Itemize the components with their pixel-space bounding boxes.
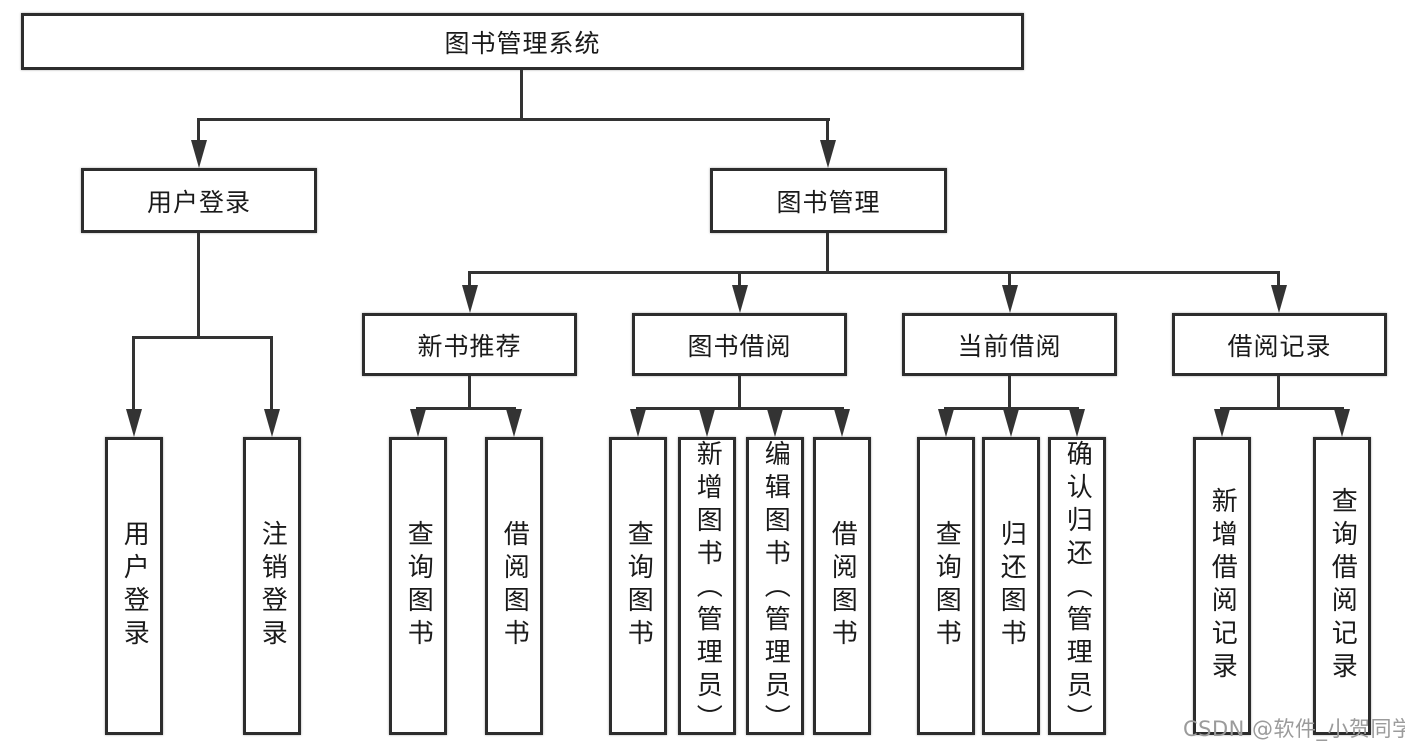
- connector-line: [520, 70, 523, 120]
- connector-line: [1277, 271, 1280, 291]
- leaf-query-books-recommend: 查询图书: [389, 437, 447, 735]
- node-root-label: 图书管理系统: [444, 28, 601, 58]
- node-book-management: 图书管理: [710, 168, 947, 233]
- connector-line: [416, 407, 516, 410]
- connector-line: [132, 336, 135, 414]
- connector-line: [738, 376, 741, 409]
- node-user-login: 用户登录: [81, 168, 317, 233]
- arrow-down-icon: [699, 409, 715, 437]
- arrow-down-icon: [1334, 409, 1350, 437]
- connector-line: [1008, 271, 1011, 291]
- node-current-borrowing-label: 当前借阅: [957, 331, 1062, 361]
- connector-line: [197, 233, 200, 339]
- leaf-query-books-borrowing: 查询图书: [609, 437, 667, 735]
- leaf-borrow-books-label: 借阅图书: [827, 520, 858, 652]
- arrow-down-icon: [506, 409, 522, 437]
- leaf-borrow-books-recommend-label: 借阅图书: [499, 520, 530, 652]
- leaf-confirm-return-admin-label: 确认归还（管理员）: [1062, 440, 1093, 737]
- node-book-borrowing-label: 图书借阅: [687, 331, 792, 361]
- connector-line: [197, 118, 200, 146]
- connector-line: [636, 407, 844, 410]
- leaf-add-borrow-record-label: 新增借阅记录: [1207, 487, 1238, 685]
- leaf-user-login: 用户登录: [105, 437, 163, 735]
- arrow-down-icon: [1069, 409, 1085, 437]
- arrow-down-icon: [462, 285, 478, 313]
- connector-line: [826, 233, 829, 274]
- leaf-confirm-return-admin: 确认归还（管理员）: [1048, 437, 1106, 737]
- arrow-down-icon: [126, 409, 142, 437]
- node-book-management-label: 图书管理: [776, 187, 881, 217]
- leaf-query-books-recommend-label: 查询图书: [403, 520, 434, 652]
- leaf-logout: 注销登录: [243, 437, 301, 735]
- node-borrow-records-label: 借阅记录: [1227, 331, 1332, 361]
- csdn-watermark: CSDN @软件_小贺同学: [1183, 717, 1405, 741]
- arrow-down-icon: [1214, 409, 1230, 437]
- arrow-down-icon: [630, 409, 646, 437]
- arrow-down-icon: [191, 140, 207, 168]
- leaf-add-books-admin: 新增图书（管理员）: [678, 437, 736, 737]
- leaf-query-books-current: 查询图书: [917, 437, 975, 735]
- leaf-logout-label: 注销登录: [257, 520, 288, 652]
- node-new-book-recommend-label: 新书推荐: [417, 331, 522, 361]
- leaf-query-books-borrowing-label: 查询图书: [623, 520, 654, 652]
- leaf-user-login-label: 用户登录: [119, 520, 150, 652]
- arrow-down-icon: [767, 409, 783, 437]
- connector-line: [944, 407, 1079, 410]
- leaf-add-books-admin-label: 新增图书（管理员）: [692, 440, 723, 737]
- node-borrow-records: 借阅记录: [1172, 313, 1387, 376]
- connector-line: [468, 376, 471, 409]
- arrow-down-icon: [732, 285, 748, 313]
- connector-line: [270, 336, 273, 414]
- leaf-query-borrow-record: 查询借阅记录: [1313, 437, 1371, 735]
- connector-line: [1277, 376, 1280, 409]
- connector-line: [1008, 376, 1011, 409]
- arrow-down-icon: [834, 409, 850, 437]
- arrow-down-icon: [820, 140, 836, 168]
- leaf-query-books-current-label: 查询图书: [931, 520, 962, 652]
- arrow-down-icon: [1271, 285, 1287, 313]
- connector-line: [1220, 407, 1344, 410]
- connector-line: [468, 271, 471, 291]
- leaf-return-books: 归还图书: [982, 437, 1040, 735]
- leaf-borrow-books-recommend: 借阅图书: [485, 437, 543, 735]
- leaf-query-borrow-record-label: 查询借阅记录: [1327, 487, 1358, 685]
- connector-line: [738, 271, 741, 291]
- node-root: 图书管理系统: [21, 13, 1024, 70]
- node-current-borrowing: 当前借阅: [902, 313, 1117, 376]
- leaf-edit-books-admin: 编辑图书（管理员）: [746, 437, 804, 737]
- connector-line: [132, 336, 273, 339]
- leaf-add-borrow-record: 新增借阅记录: [1193, 437, 1251, 735]
- arrow-down-icon: [1002, 285, 1018, 313]
- connector-line: [468, 271, 1280, 274]
- arrow-down-icon: [938, 409, 954, 437]
- leaf-edit-books-admin-label: 编辑图书（管理员）: [760, 440, 791, 737]
- arrow-down-icon: [264, 409, 280, 437]
- node-book-borrowing: 图书借阅: [632, 313, 847, 376]
- connector-line: [826, 118, 829, 146]
- leaf-return-books-label: 归还图书: [996, 520, 1027, 652]
- leaf-borrow-books: 借阅图书: [813, 437, 871, 735]
- node-user-login-label: 用户登录: [146, 187, 251, 217]
- connector-line: [197, 118, 830, 121]
- arrow-down-icon: [1003, 409, 1019, 437]
- node-new-book-recommend: 新书推荐: [362, 313, 577, 376]
- arrow-down-icon: [410, 409, 426, 437]
